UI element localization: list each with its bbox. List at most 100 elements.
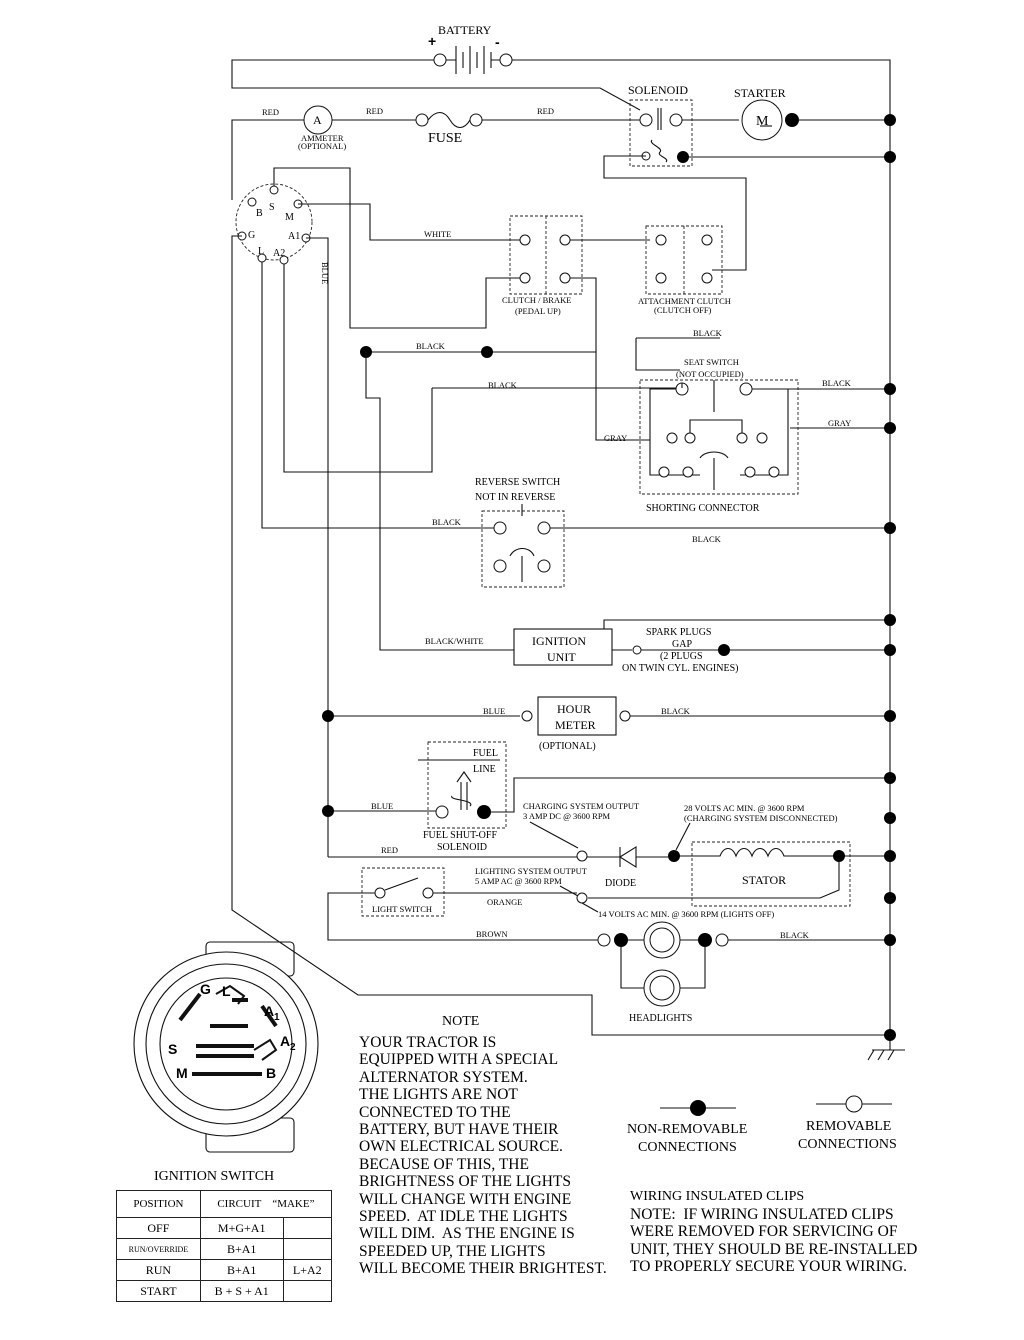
svg-text:CHARGING SYSTEM OUTPUT: CHARGING SYSTEM OUTPUT	[523, 801, 640, 811]
table-cell-circuit: B+A1	[199, 1238, 284, 1260]
svg-text:5 AMP AC @ 3600 RPM: 5 AMP AC @ 3600 RPM	[475, 876, 562, 886]
reverse-switch: REVERSE SWITCH NOT IN REVERSE BLACK	[475, 477, 890, 588]
svg-text:CONNECTIONS: CONNECTIONS	[798, 1137, 897, 1152]
svg-text:SEAT SWITCH: SEAT SWITCH	[684, 357, 739, 367]
svg-text:M: M	[176, 1065, 188, 1081]
table-row: START B + S + A1	[116, 1280, 333, 1302]
svg-text:(PEDAL UP): (PEDAL UP)	[515, 306, 561, 316]
ignition-switch-face: G L A 1 A 2 S M B IGNITION SWITCH	[133, 941, 319, 1184]
svg-text:BATTERY: BATTERY	[438, 23, 492, 37]
svg-text:3 AMP DC @ 3600 RPM: 3 AMP DC @ 3600 RPM	[523, 811, 611, 821]
table-header: CIRCUIT “MAKE”	[199, 1190, 333, 1218]
svg-text:+: +	[428, 33, 436, 49]
svg-text:IGNITION: IGNITION	[532, 634, 586, 648]
svg-text:S: S	[168, 1041, 177, 1057]
solenoid: SOLENOID	[603, 83, 890, 271]
svg-text:1: 1	[274, 1012, 280, 1023]
svg-text:FUEL SHUT-OFF: FUEL SHUT-OFF	[423, 830, 497, 841]
svg-text:BLACK: BLACK	[661, 706, 691, 716]
attachment-clutch-switch: ATTACHMENT CLUTCH (CLUTCH OFF)	[638, 225, 731, 315]
svg-text:B: B	[266, 1065, 276, 1081]
svg-text:M: M	[756, 114, 769, 129]
svg-text:REVERSE SWITCH: REVERSE SWITCH	[475, 477, 560, 488]
table-cell-make	[282, 1280, 333, 1302]
legend: NON-REMOVABLE CONNECTIONS REMOVABLE CONN…	[627, 1095, 897, 1204]
table-cell-circuit: B+A1	[199, 1259, 284, 1281]
svg-text:BLUE: BLUE	[483, 706, 505, 716]
svg-text:RED: RED	[366, 106, 383, 116]
svg-text:A2: A2	[273, 248, 285, 259]
svg-text:NON-REMOVABLE: NON-REMOVABLE	[627, 1122, 747, 1137]
table-cell-make	[282, 1217, 333, 1239]
svg-text:GRAY: GRAY	[828, 418, 851, 428]
table-header-row: POSITION CIRCUIT “MAKE”	[116, 1190, 333, 1218]
svg-text:BLUE: BLUE	[371, 801, 393, 811]
svg-text:BLACK: BLACK	[693, 328, 723, 338]
svg-text:BLACK: BLACK	[432, 517, 462, 527]
svg-text:SPARK PLUGS: SPARK PLUGS	[646, 627, 712, 638]
svg-text:28 VOLTS AC MIN. @ 3600 RPM: 28 VOLTS AC MIN. @ 3600 RPM	[684, 803, 805, 813]
hour-meter: BLUE HOUR METER (OPTIONAL) BLACK	[322, 696, 890, 752]
svg-text:LIGHTING SYSTEM OUTPUT: LIGHTING SYSTEM OUTPUT	[475, 866, 588, 876]
svg-text:HEADLIGHTS: HEADLIGHTS	[629, 1013, 692, 1024]
svg-text:A: A	[280, 1033, 290, 1049]
svg-text:ON TWIN CYL. ENGINES): ON TWIN CYL. ENGINES)	[622, 663, 738, 674]
red-feed: RED A AMMETER (OPTIONAL) RED FUSE RED	[231, 105, 640, 200]
charging-system: CHARGING SYSTEM OUTPUT 3 AMP DC @ 3600 R…	[328, 801, 890, 907]
svg-text:(CHARGING SYSTEM DISCONNECTED): (CHARGING SYSTEM DISCONNECTED)	[684, 813, 838, 823]
svg-text:(OPTIONAL): (OPTIONAL)	[539, 741, 596, 752]
harness-wires: WHITE BLUE BLACK/WHITE BLACK BLACK GRAY …	[231, 167, 890, 1036]
svg-text:GAP: GAP	[672, 639, 692, 650]
svg-text:HOUR: HOUR	[557, 702, 591, 716]
svg-text:BLACK: BLACK	[692, 534, 722, 544]
note-body: YOUR TRACTOR IS EQUIPPED WITH A SPECIAL …	[359, 1034, 607, 1278]
starter: STARTER M	[734, 86, 890, 141]
table-row: OFF M+G+A1	[116, 1217, 333, 1239]
table-cell-circuit: M+G+A1	[199, 1217, 284, 1239]
svg-text:WIRING INSULATED CLIPS: WIRING INSULATED CLIPS	[630, 1189, 804, 1204]
svg-text:SOLENOID: SOLENOID	[628, 83, 688, 97]
ignition-switch-table: POSITION CIRCUIT “MAKE” OFF M+G+A1 RUN/O…	[116, 1190, 333, 1302]
svg-text:BLACK: BLACK	[488, 380, 518, 390]
svg-text:STARTER: STARTER	[734, 86, 786, 100]
svg-text:S: S	[269, 202, 275, 213]
table-cell-circuit: B + S + A1	[199, 1280, 284, 1302]
table-cell-position: RUN/OVERRIDE	[116, 1238, 201, 1260]
svg-text:WHITE: WHITE	[424, 229, 451, 239]
svg-text:2: 2	[290, 1042, 296, 1053]
svg-text:BLACK: BLACK	[822, 378, 852, 388]
fuel-solenoid: FUEL LINE BLUE FUEL SHUT-OFF SOLENOID	[322, 741, 890, 853]
lighting-system: LIGHTING SYSTEM OUTPUT 5 AMP AC @ 3600 R…	[327, 866, 890, 1024]
svg-text:L: L	[222, 983, 231, 999]
svg-text:STATOR: STATOR	[742, 873, 786, 887]
svg-text:(2 PLUGS: (2 PLUGS	[660, 651, 703, 662]
svg-text:BLUE: BLUE	[320, 262, 330, 284]
table-cell-position: RUN	[116, 1259, 201, 1281]
battery: BATTERY + -	[428, 23, 513, 74]
svg-text:B: B	[256, 208, 263, 219]
svg-text:BLACK: BLACK	[780, 930, 810, 940]
svg-text:(NOT OCCUPIED): (NOT OCCUPIED)	[676, 369, 744, 379]
svg-text:BROWN: BROWN	[476, 929, 508, 939]
table-cell-position: OFF	[116, 1217, 201, 1239]
svg-text:AMMETER: AMMETER	[301, 133, 344, 143]
svg-text:A1: A1	[288, 231, 300, 242]
svg-text:A: A	[313, 113, 322, 127]
svg-text:LIGHT SWITCH: LIGHT SWITCH	[372, 904, 432, 914]
svg-text:SOLENOID: SOLENOID	[437, 842, 487, 853]
svg-text:G: G	[200, 981, 211, 997]
ignition-unit: IGNITION UNIT SPARK PLUGS GAP (2 PLUGS O…	[513, 619, 890, 674]
svg-text:BLACK: BLACK	[416, 341, 446, 351]
svg-text:G: G	[248, 230, 255, 241]
svg-text:METER: METER	[555, 718, 596, 732]
svg-text:(OPTIONAL): (OPTIONAL)	[298, 141, 346, 151]
svg-text:DIODE: DIODE	[605, 878, 636, 889]
svg-text:A: A	[264, 1003, 274, 1019]
table-row: RUN B+A1 L+A2	[116, 1259, 333, 1281]
svg-text:RED: RED	[537, 106, 554, 116]
seat-switch: SEAT SWITCH (NOT OCCUPIED) SHORTING CONN…	[639, 357, 890, 514]
svg-text:M: M	[285, 212, 294, 223]
clips-note-body: NOTE: IF WIRING INSULATED CLIPS WERE REM…	[630, 1206, 918, 1276]
table-cell-make: L+A2	[282, 1259, 333, 1281]
